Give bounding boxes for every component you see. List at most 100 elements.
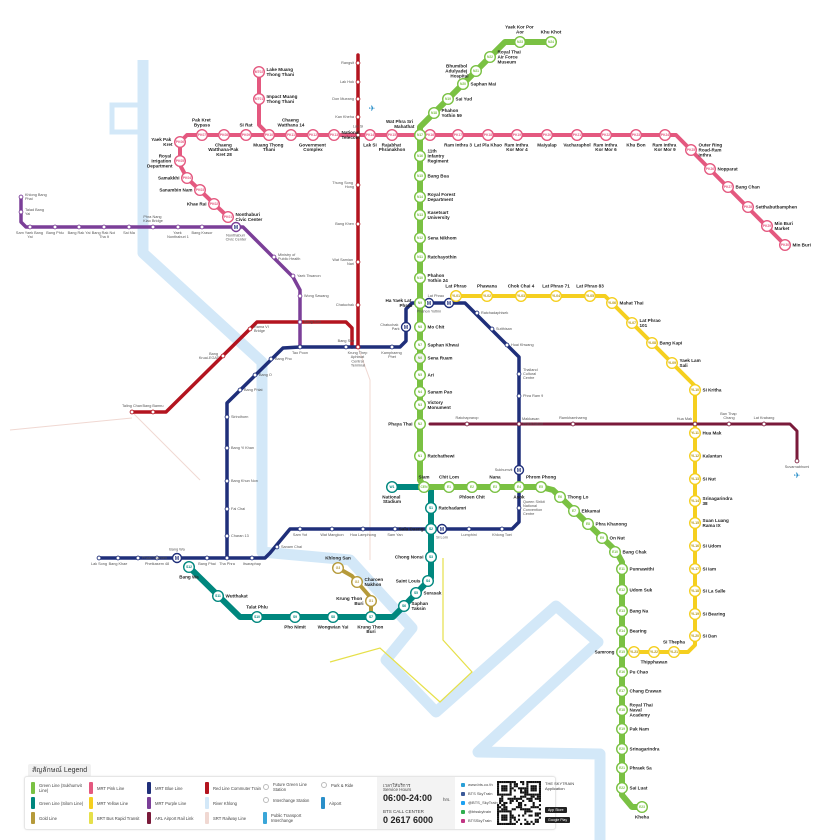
station-marker[interactable] [466,526,472,532]
station-yl05[interactable]: YL05 [584,290,597,303]
station-pk29[interactable]: PK29 [761,219,774,232]
station-marker[interactable] [414,149,427,162]
station-marker[interactable] [204,555,210,561]
station-marker[interactable] [224,414,230,420]
station-marker[interactable] [355,221,361,227]
mrt-interchange-marker[interactable] [400,321,412,333]
station-yl03[interactable]: YL03 [515,290,528,303]
station-marker[interactable] [666,357,679,370]
mrt-interchange-marker[interactable] [443,297,455,309]
station-marker[interactable] [504,342,510,348]
station-marker[interactable] [779,238,792,251]
station-s11[interactable]: S11 [211,590,224,603]
station-marker[interactable] [545,36,558,49]
station-marker[interactable] [173,154,186,167]
station-bang-rak-yai[interactable] [76,224,82,230]
station-e11[interactable]: E11 [616,563,629,576]
station-ratchadaphisek[interactable] [474,310,480,316]
station-marker[interactable] [285,128,298,141]
station-pk28[interactable]: PK28 [742,200,755,213]
station-yl07[interactable]: YL07 [626,317,639,330]
station-pk11[interactable]: PK11 [285,128,298,141]
station-n9[interactable]: N9 [414,297,427,310]
station-s2[interactable]: S2 [425,523,438,536]
station-pk20[interactable]: PK20 [541,128,554,141]
station-sirindhorn[interactable] [224,414,230,420]
station-e1[interactable]: E1 [443,481,456,494]
station-marker[interactable] [689,517,702,530]
station-marker[interactable] [668,646,681,659]
station-pk14[interactable]: PK14 [364,128,377,141]
station-yl08[interactable]: YL08 [646,337,659,350]
station-marker[interactable] [290,273,296,279]
station-n10[interactable]: N10 [414,272,427,285]
station-ramkhamhaeng[interactable] [570,421,576,427]
station-marker[interactable] [516,421,522,427]
station-marker[interactable] [135,555,141,561]
google-play-badge[interactable]: Google Play [545,817,571,823]
station-marker[interactable] [616,625,629,638]
station-tha-phra[interactable] [224,555,230,561]
station-yl11[interactable]: YL11 [689,427,702,440]
station-sanam-chai[interactable] [274,544,280,550]
station-marker[interactable] [355,79,361,85]
station-wat-mangkon[interactable] [329,526,335,532]
station-e9[interactable]: E9 [596,532,609,545]
station-n17[interactable]: N17 [414,128,427,141]
station-n11[interactable]: N11 [414,250,427,263]
station-yl17[interactable]: YL17 [689,563,702,576]
station-e5[interactable]: E5 [535,481,548,494]
station-n15[interactable]: N15 [414,169,427,182]
station-marker[interactable] [355,132,361,138]
station-marker[interactable] [351,576,364,589]
station-bang-khen[interactable] [355,221,361,227]
station-marker[interactable] [516,393,522,399]
station-marker[interactable] [794,458,800,464]
station-yl14[interactable]: YL14 [689,495,702,508]
station-cen[interactable]: CEN [418,481,431,494]
station-s7[interactable]: S7 [365,611,378,624]
station-marker[interactable] [414,450,427,463]
station-e20[interactable]: E20 [616,743,629,756]
station-n23[interactable]: N23 [514,36,527,49]
station-marker[interactable] [606,297,619,310]
station-bang-krasor[interactable] [199,224,205,230]
station-makkasan[interactable] [516,421,522,427]
station-marker[interactable] [175,224,181,230]
station-marker[interactable] [482,128,495,141]
station-pk12[interactable]: PK12 [307,128,320,141]
station-charan-13[interactable] [224,533,230,539]
station-bang-phlu[interactable] [52,224,58,230]
station-marker[interactable] [554,491,567,504]
station-pk16[interactable]: PK16 [424,128,437,141]
station-marker[interactable] [129,409,135,415]
station-pk10[interactable]: PK10 [263,128,276,141]
station-marker[interactable] [636,801,649,814]
station-marker[interactable] [414,231,427,244]
station-marker[interactable] [414,399,427,412]
station-marker[interactable] [609,546,622,559]
station-suvarnabhumi[interactable] [794,458,800,464]
station-g2[interactable]: G2 [351,576,364,589]
station-marker[interactable] [252,65,265,78]
station-phra-ram-9[interactable] [516,393,522,399]
station-marker[interactable] [193,183,206,196]
station-rangsit[interactable] [355,60,361,66]
station-yl12[interactable]: YL12 [689,450,702,463]
station-marker[interactable] [224,555,230,561]
station-pk15[interactable]: PK15 [386,128,399,141]
station-kamphaeng-phet[interactable] [389,344,395,350]
station-marker[interactable] [332,562,345,575]
station-marker[interactable] [584,290,597,303]
station-yl20[interactable]: YL20 [689,630,702,643]
station-s8[interactable]: S8 [327,611,340,624]
station-marker[interactable] [689,427,702,440]
station-marker[interactable] [410,587,423,600]
station-bang-khun-non[interactable] [224,478,230,484]
station-pk24[interactable]: PK24 [659,128,672,141]
station-e23[interactable]: E23 [636,801,649,814]
station-khlong-bang-phai[interactable] [18,194,24,200]
station-marker[interactable] [328,128,341,141]
station-marker[interactable] [365,595,378,608]
station-bang-sue[interactable] [343,344,349,350]
